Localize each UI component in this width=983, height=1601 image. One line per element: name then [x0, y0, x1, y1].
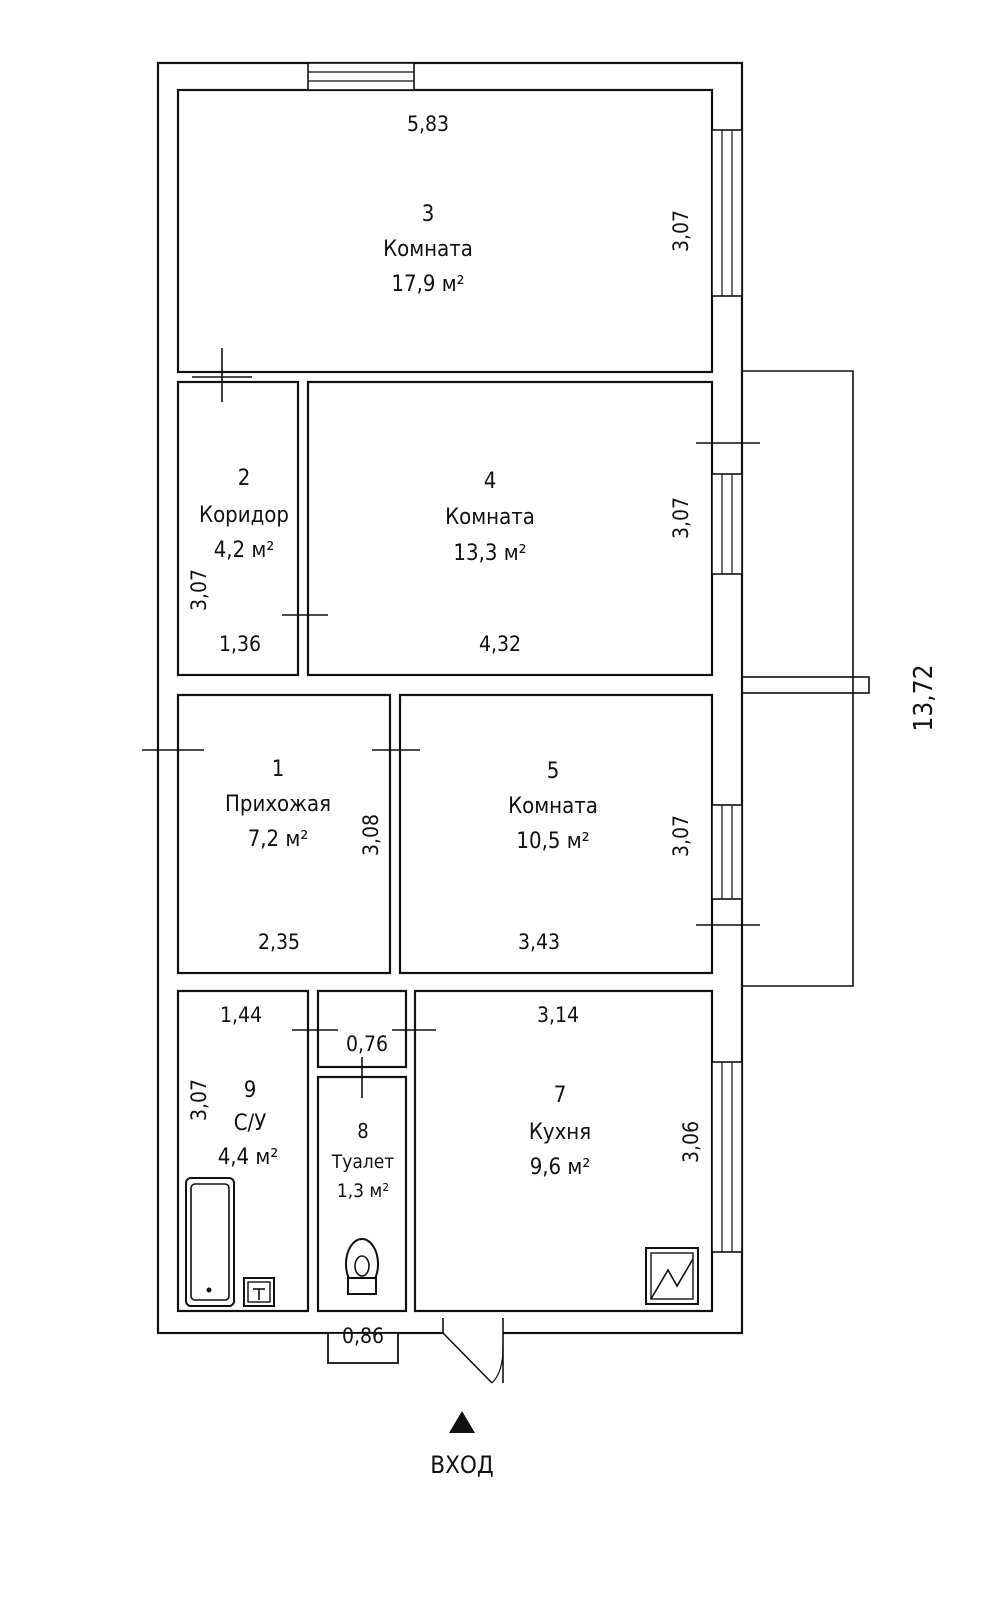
room-2-area: 4,2 м² — [214, 538, 275, 563]
bathtub-icon — [185, 1177, 235, 1307]
balcony-divider — [741, 676, 870, 694]
balcony-outline — [742, 370, 854, 987]
room-4-width: 4,32 — [479, 632, 521, 656]
room-5-width: 3,43 — [518, 930, 560, 954]
room-1-width: 2,35 — [258, 930, 300, 954]
room-2-name: Коридор — [199, 503, 289, 528]
room-9-name: С/У — [234, 1111, 267, 1136]
entrance-label: ВХОД — [430, 1451, 493, 1479]
room-9-outline — [176, 989, 310, 1313]
room-1-number: 1 — [272, 757, 285, 782]
room-5-number: 5 — [547, 759, 560, 784]
room-2-width: 1,36 — [219, 632, 261, 656]
room-7-name: Кухня — [529, 1120, 591, 1145]
room-3-height: 3,07 — [669, 210, 693, 252]
room-7-width: 3,14 — [537, 1003, 579, 1027]
entrance-arrow-icon — [449, 1411, 475, 1433]
room-4-height: 3,07 — [669, 497, 693, 539]
room-8-area: 1,3 м² — [337, 1180, 389, 1202]
room-3-name: Комната — [383, 237, 473, 262]
room-1-outline — [176, 693, 392, 975]
room-9-number: 9 — [244, 1078, 257, 1103]
room-9-width: 1,44 — [220, 1003, 262, 1027]
door-width: 0,86 — [342, 1324, 384, 1348]
stove-icon — [645, 1247, 699, 1305]
room-7-number: 7 — [554, 1083, 567, 1108]
room-7-area: 9,6 м² — [530, 1155, 591, 1180]
room-1-name: Прихожая — [225, 792, 331, 817]
room-4-number: 4 — [484, 469, 497, 494]
room-9-height: 3,07 — [187, 1079, 211, 1121]
room-5-name: Комната — [508, 794, 598, 819]
window-room-3 — [711, 129, 743, 297]
room-8-width: 0,76 — [346, 1032, 388, 1056]
room-3-area: 17,9 м² — [391, 272, 464, 297]
window-room-4 — [711, 473, 743, 575]
room-2-outline — [176, 380, 300, 677]
room-4-name: Комната — [445, 505, 535, 530]
room-5-area: 10,5 м² — [516, 829, 589, 854]
room-8-number: 8 — [357, 1119, 368, 1143]
window-room-5 — [711, 804, 743, 900]
room-4-area: 13,3 м² — [453, 541, 526, 566]
room-1-area: 7,2 м² — [248, 827, 309, 852]
entrance-door — [327, 1318, 504, 1384]
room-9-area: 4,4 м² — [218, 1145, 279, 1170]
room-1-height: 3,08 — [359, 814, 383, 856]
room-2-number: 2 — [238, 466, 251, 491]
room-2-height: 3,07 — [187, 569, 211, 611]
overall-dimension: 13,72 — [909, 665, 939, 732]
sink-icon — [243, 1277, 275, 1307]
room-3-width: 5,83 — [407, 112, 449, 136]
window-room-7 — [711, 1061, 743, 1253]
room-7-height: 3,06 — [679, 1121, 703, 1163]
window-top — [307, 62, 415, 91]
toilet-icon — [345, 1238, 379, 1295]
door-markers — [142, 348, 436, 1098]
room-3-number: 3 — [422, 202, 435, 227]
room-5-height: 3,07 — [669, 815, 693, 857]
room-8-name: Туалет — [331, 1151, 394, 1173]
